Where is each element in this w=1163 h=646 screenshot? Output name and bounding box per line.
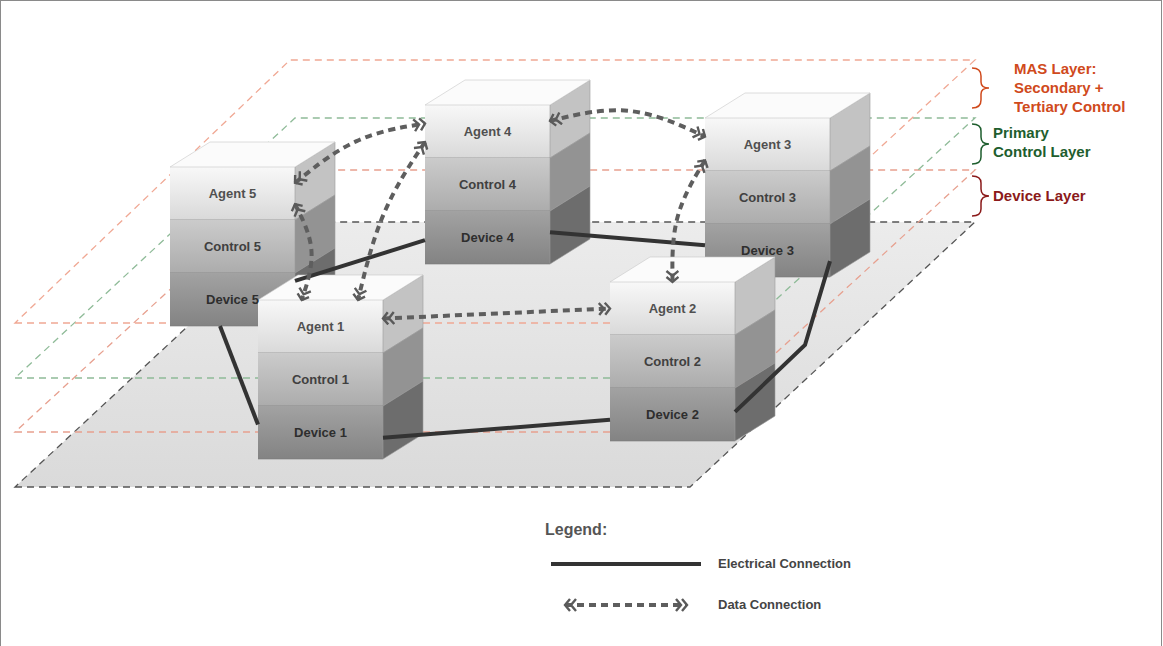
block-top-face [170,142,335,167]
block-edge [705,277,830,278]
block-side-face [383,381,423,459]
block-label: Control 4 [459,177,516,192]
device-block: Device 1 [258,406,383,459]
block-edge [610,441,735,442]
agent-block: Agent 3 [705,118,830,171]
device-block: Device 2 [610,388,735,441]
device-block: Device 3 [705,224,830,277]
block-label: Device 1 [294,425,347,440]
block-side-face [295,195,335,273]
block-label: Device 4 [461,230,514,245]
mas-layer-plane [15,60,975,323]
electrical-connection [735,261,830,412]
legend-text: Electrical Connection [718,556,851,571]
block-top-face [258,275,423,300]
control-block: Control 3 [705,171,830,224]
block-top-face [425,80,590,105]
layer-label: MAS Layer: Secondary + Tertiary Control [1014,60,1159,116]
block-label: Control 5 [204,239,261,254]
block-label: Agent 5 [209,186,257,201]
layer-label: Primary Control Layer [993,124,1105,162]
block-side-face [735,310,775,388]
electrical-connection [220,326,258,425]
block-side-face [383,328,423,406]
legend-text: Data Connection [718,597,821,612]
block-side-face [830,146,870,224]
data-connection [295,204,312,300]
legend-sample [551,593,711,617]
control-block: Control 1 [258,353,383,406]
block-side-face [735,363,775,441]
legend-line-sample [551,562,701,566]
control-block: Control 5 [170,220,295,273]
device-block: Device 4 [425,211,550,264]
agent-block: Agent 5 [170,167,295,220]
agent-block: Agent 4 [425,105,550,158]
data-connection [358,142,425,300]
block-label: Agent 1 [297,319,345,334]
block-side-face [383,275,423,353]
block-side-face [830,93,870,171]
layer-brace [972,176,989,216]
block-label: Agent 4 [464,124,512,139]
legend-data-sample [565,603,687,607]
block-label: Device 2 [646,407,699,422]
block-label: Agent 2 [649,301,697,316]
data-connection [550,110,705,136]
electrical-connection [550,232,705,245]
block-side-face [550,133,590,211]
legend-title: Legend: [545,520,665,539]
block-side-face [550,80,590,158]
block-label: Control 1 [292,372,349,387]
legend-sample [551,552,711,576]
block-side-face [550,186,590,264]
data-connection [383,309,610,319]
block-label: Control 2 [644,354,701,369]
agent-block: Agent 1 [258,300,383,353]
block-side-face [735,257,775,335]
layer-label: Device Layer [993,187,1143,206]
block-label: Device 3 [741,243,794,258]
layer-brace [972,68,989,108]
block-top-face [705,93,870,118]
block-side-face [830,199,870,277]
block-edge [258,459,383,460]
block-side-face [295,142,335,220]
control-block: Control 4 [425,158,550,211]
block-label: Agent 3 [744,137,792,152]
layer-brace [972,124,989,164]
data-connection [672,160,705,282]
block-top-face [610,257,775,282]
block-label: Device 5 [206,292,259,307]
block-edge [425,264,550,265]
agent-block: Agent 2 [610,282,735,335]
block-label: Control 3 [739,190,796,205]
control-block: Control 2 [610,335,735,388]
electrical-connection [295,240,425,281]
data-connection [295,124,425,183]
electrical-connection [383,420,610,438]
